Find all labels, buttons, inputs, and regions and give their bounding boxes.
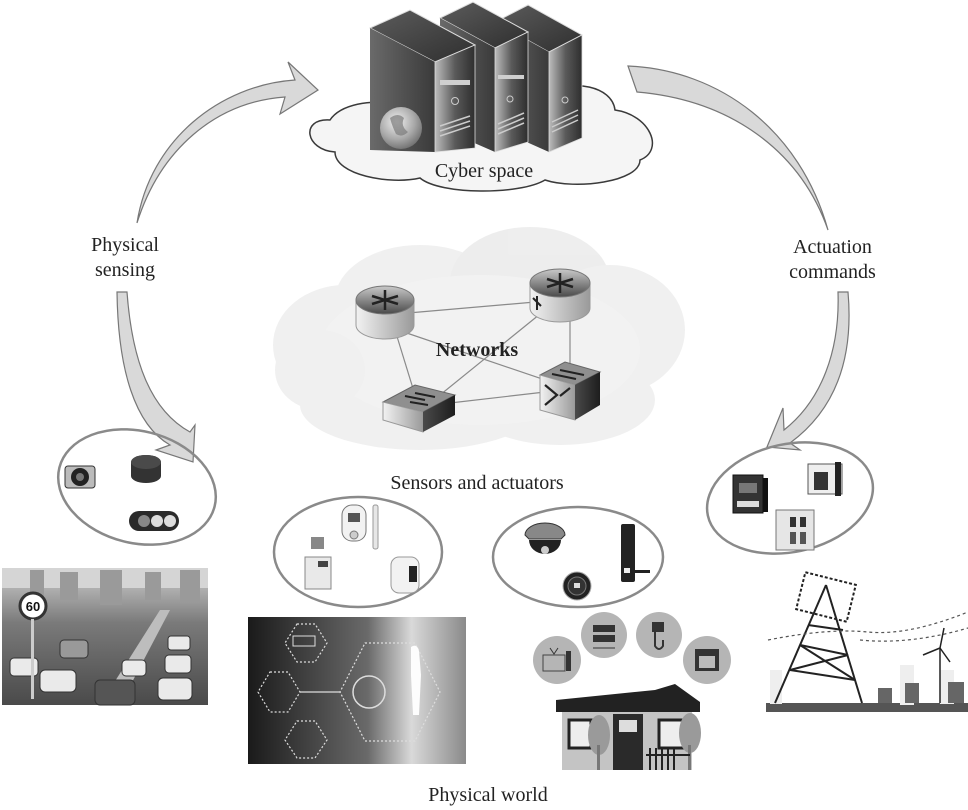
cyber-space-label: Cyber space — [434, 160, 534, 182]
actuation-commands-line2: commands — [789, 261, 876, 283]
relay-controller-icon — [732, 474, 768, 514]
physical-sensing-line1: Physical — [91, 234, 159, 256]
camera-sensor-icon — [64, 465, 96, 489]
transmission-tower-icon — [774, 571, 863, 704]
thermometer-icon — [372, 504, 379, 550]
physical-sensing-line2: sensing — [95, 259, 155, 281]
human-figure-icon — [411, 645, 421, 715]
router-1 — [355, 285, 415, 340]
house-icon — [556, 684, 701, 770]
router-2 — [529, 268, 591, 323]
contactor-icon — [775, 509, 815, 551]
smart-home-scene — [533, 612, 731, 770]
radar-sensor-icon — [131, 455, 161, 483]
link-switch1-switch2 — [449, 391, 546, 404]
traffic-scene: 60 — [2, 568, 208, 706]
switch-1 — [381, 384, 457, 433]
dome-camera-icon — [524, 522, 566, 554]
router-icon — [581, 612, 627, 658]
switch-2 — [538, 361, 602, 421]
speed-limit-sign: 60 — [18, 591, 48, 699]
link-router1-switch2 — [391, 327, 561, 386]
circuit-breaker-icon — [807, 462, 843, 496]
power-grid-scene — [766, 571, 968, 712]
link-router2-switch1 — [439, 309, 546, 396]
grid-actuator-group — [705, 441, 875, 555]
actuation-commands-line1: Actuation — [793, 236, 872, 258]
plug-icon — [636, 612, 682, 658]
home-device-group — [491, 505, 665, 609]
wind-turbine-icon — [922, 627, 951, 703]
tv-icon — [533, 636, 581, 684]
physical-world-label: Physical world — [428, 784, 548, 806]
medical-device-group — [272, 495, 444, 609]
sensors-actuators-label: Sensors and actuators — [390, 472, 564, 494]
traffic-sensor-group — [56, 428, 218, 546]
traffic-light-icon — [129, 511, 179, 531]
physical-sensing-label: Physical sensing — [70, 233, 180, 283]
globe-icon — [380, 107, 422, 149]
infusion-pump-icon — [304, 537, 332, 590]
physical-sensing-arrow — [116, 61, 319, 463]
actuation-commands-label: Actuation commands — [775, 235, 890, 285]
network-links — [384, 299, 571, 404]
actuation-commands-arrow — [627, 65, 850, 451]
smart-thermostat-icon — [562, 571, 592, 601]
networks-label: Networks — [435, 339, 519, 361]
oven-icon — [683, 636, 731, 684]
server-stack — [368, 1, 584, 153]
speed-limit-value: 60 — [26, 599, 40, 614]
link-router1-switch1 — [394, 329, 416, 396]
smart-wristband-icon — [390, 556, 420, 594]
smart-lock-icon — [621, 524, 650, 582]
healthcare-scene — [248, 617, 466, 764]
glucose-meter-icon — [341, 504, 367, 542]
